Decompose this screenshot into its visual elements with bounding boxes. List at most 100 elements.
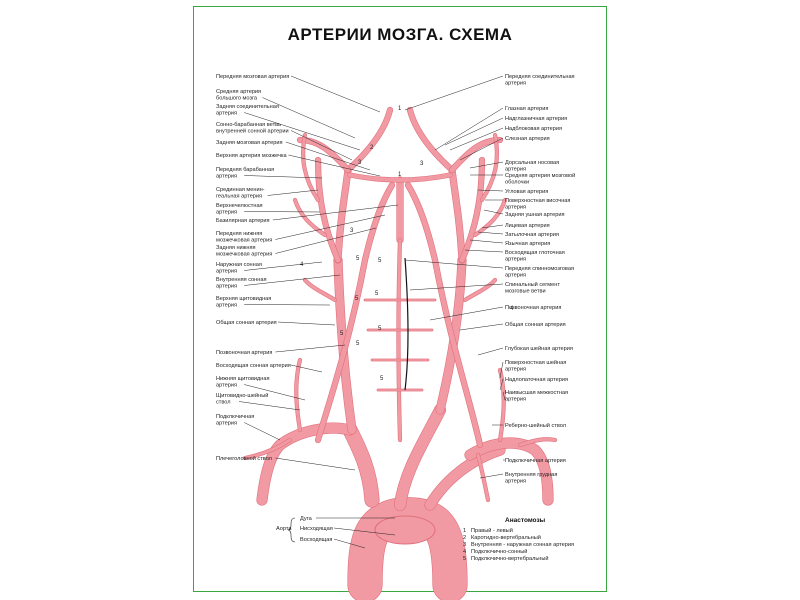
right-label: оболочки bbox=[505, 180, 529, 186]
right-leader bbox=[483, 209, 504, 215]
anastomosis-item: Подключично-вертебральный bbox=[471, 555, 549, 562]
right-label: Передняя соединительная bbox=[505, 74, 575, 80]
left-leader bbox=[244, 384, 306, 401]
right-leader bbox=[434, 107, 504, 151]
left-label: Плечеголовной ствол bbox=[216, 455, 272, 462]
left-leader bbox=[244, 304, 331, 306]
right-label: Задняя ушная артерия bbox=[505, 212, 565, 218]
aorta-label: Аорта bbox=[276, 526, 292, 532]
left-internal-carotid bbox=[449, 167, 465, 263]
left-label: Верхняя артерия мозжечка bbox=[216, 153, 288, 159]
left-label: Подключичная bbox=[216, 414, 254, 420]
left-label: Верхняя щитовидная bbox=[216, 296, 271, 302]
right-label: Средняя артерия мозговой bbox=[505, 172, 575, 179]
aorta-part-label: Нисходящая bbox=[300, 526, 333, 532]
right-label: артерия bbox=[505, 257, 526, 263]
right-label: Внутренняя грудная bbox=[505, 472, 557, 478]
left-label: Передняя мозговая артерия bbox=[216, 74, 289, 80]
right-leader bbox=[459, 323, 504, 331]
right-label: Поверхностная височная bbox=[505, 198, 570, 204]
left-label: внутренней сонной артерии bbox=[216, 128, 289, 135]
left-label: Нижняя щитовидная bbox=[216, 376, 270, 382]
right-leader bbox=[502, 391, 506, 401]
right-label: Глубокая шейная артерия bbox=[505, 345, 573, 352]
left-facial bbox=[473, 198, 507, 237]
right-thyrocervical bbox=[294, 358, 302, 432]
spinal-bracket bbox=[404, 257, 409, 391]
right-label: Язычная артерия bbox=[505, 241, 550, 247]
left-external-carotid bbox=[459, 157, 485, 263]
left-leader bbox=[244, 211, 321, 213]
left-label: артерия bbox=[216, 210, 237, 216]
left-leader bbox=[244, 422, 281, 441]
left-subclavian-arm bbox=[465, 438, 553, 505]
left-label: Верхнечелюстная bbox=[216, 203, 263, 209]
aorta-leader bbox=[333, 527, 396, 536]
artery-vessels bbox=[242, 106, 558, 600]
right-leader bbox=[429, 306, 504, 321]
right-leader bbox=[444, 117, 504, 146]
left-leader bbox=[275, 457, 356, 471]
aortic-arch bbox=[348, 497, 467, 600]
right-label: Восходящая глоточная bbox=[505, 250, 565, 256]
right-label: Лицевая артерия bbox=[505, 223, 550, 229]
anastomosis-number: 2 bbox=[463, 535, 466, 541]
anterior-spinal bbox=[397, 238, 402, 442]
right-leader bbox=[469, 161, 504, 169]
label-leader-lines bbox=[238, 75, 506, 479]
right-label: Затылочная артерия bbox=[505, 232, 559, 238]
right-subclavian-outline bbox=[256, 422, 356, 506]
right-leader bbox=[409, 283, 504, 291]
left-label: артерия bbox=[216, 303, 237, 309]
right-label: Подключичная артерия bbox=[505, 458, 566, 464]
right-label: Позвоночная артерия bbox=[505, 305, 561, 311]
left-leader bbox=[290, 75, 381, 113]
diagram-number: 5 bbox=[340, 331, 344, 337]
right-label: артерия bbox=[505, 81, 526, 87]
left-aca bbox=[407, 107, 455, 173]
left-label: Внутренняя сонная bbox=[216, 277, 266, 283]
anastomosis-number: 5 bbox=[463, 556, 466, 562]
right-leader bbox=[404, 259, 504, 269]
right-label: Передняя спинномозговая bbox=[505, 266, 574, 272]
right-internal-carotid bbox=[335, 167, 351, 263]
left-leader bbox=[277, 321, 336, 326]
diagram-number: 3 bbox=[420, 161, 424, 167]
left-label: геальная артерия bbox=[216, 194, 262, 200]
right-label: Наивысшая межкостная bbox=[505, 390, 568, 396]
brachiocephalic-trunk bbox=[343, 423, 379, 507]
right-leader bbox=[499, 378, 504, 391]
right-label: Угловая артерия bbox=[505, 189, 548, 195]
right-label: Реберно-шейный ствол bbox=[505, 422, 566, 429]
left-label: Восходящая сонная артерия bbox=[216, 363, 291, 369]
right-facial bbox=[293, 198, 327, 237]
diagram-number: 3 bbox=[358, 160, 362, 166]
left-leader bbox=[238, 401, 301, 411]
left-subclavian bbox=[425, 445, 505, 510]
anastomosis-item: Внутренняя - наружная сонная артерия bbox=[471, 542, 574, 548]
left-leader bbox=[244, 261, 323, 271]
diagram-number: 3 bbox=[350, 228, 354, 234]
diagram-number: 1 bbox=[398, 172, 402, 178]
left-label: артерия bbox=[216, 383, 237, 389]
page-title: АРТЕРИИ МОЗГА. СХЕМА bbox=[287, 25, 513, 44]
left-leader bbox=[275, 227, 377, 254]
right-leader bbox=[479, 473, 504, 479]
left-label: артерия bbox=[216, 269, 237, 275]
right-label: артерия bbox=[505, 205, 526, 211]
anastomosis-item: Правый - левый bbox=[471, 527, 513, 534]
aorta-part-label: Дуга bbox=[300, 516, 313, 522]
left-leader bbox=[267, 189, 319, 196]
right-leader bbox=[449, 127, 504, 151]
left-label: Срединная менин- bbox=[216, 187, 265, 193]
left-leader bbox=[244, 274, 341, 286]
left-label: Общая сонная артерия bbox=[216, 320, 277, 326]
anastomosis-number: 3 bbox=[463, 542, 466, 548]
diagram-number: 5 bbox=[356, 341, 360, 347]
left-label: артерия bbox=[216, 174, 237, 180]
diagram-number: 2 bbox=[370, 145, 374, 151]
anastomosis-item: Каротидно-вертебральный bbox=[471, 534, 541, 541]
